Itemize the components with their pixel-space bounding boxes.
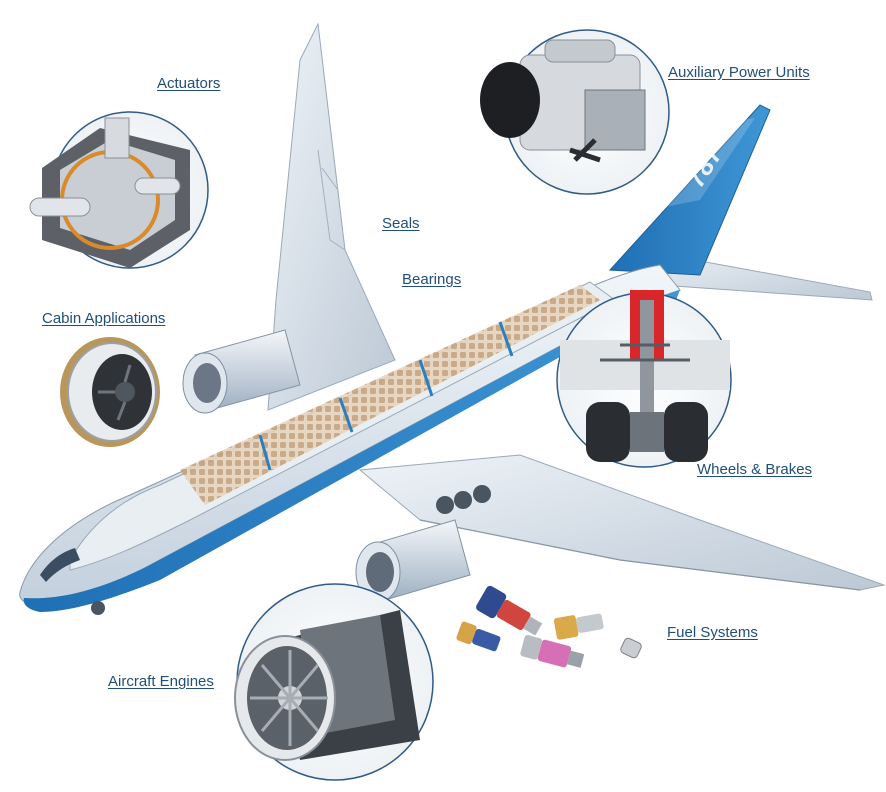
callout-engines[interactable] <box>234 583 434 781</box>
actuators-label[interactable]: Actuators <box>157 75 221 92</box>
near-wing-edge <box>419 519 861 591</box>
landing-gear <box>91 485 491 615</box>
aircraft-engines-label[interactable]: Aircraft Engines <box>108 673 214 690</box>
apu-label[interactable]: Auxiliary Power Units <box>668 64 810 81</box>
fuel-systems-label[interactable]: Fuel Systems <box>667 624 758 641</box>
near-engine <box>355 519 471 603</box>
bearings-label[interactable]: Bearings <box>402 271 462 288</box>
vertical-tail <box>608 104 771 276</box>
callout-fuel[interactable] <box>456 584 643 671</box>
wheels-brakes-label[interactable]: Wheels & Brakes <box>697 461 813 478</box>
callout-cabin[interactable] <box>60 337 160 447</box>
far-wing-flaps <box>317 149 346 251</box>
far-engine <box>182 329 301 414</box>
cabin-seating <box>180 285 600 505</box>
callout-wheels[interactable] <box>556 290 732 468</box>
fuselage-belly <box>23 290 681 612</box>
callout-apu[interactable] <box>480 29 670 195</box>
callout-actuators[interactable] <box>29 111 209 269</box>
cabin-applications-label[interactable]: Cabin Applications <box>42 310 166 327</box>
seals-label[interactable]: Seals <box>382 215 420 232</box>
cockpit-window <box>40 548 80 582</box>
